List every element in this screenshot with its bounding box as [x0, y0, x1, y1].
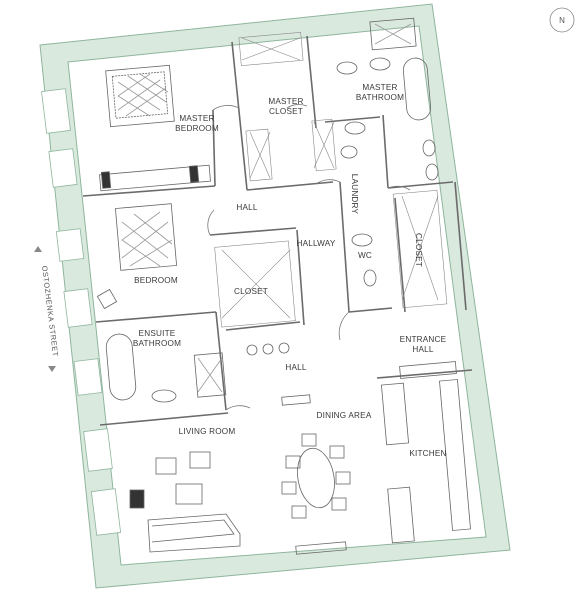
- room-laundry: LAUNDRY: [350, 174, 359, 215]
- room-entrance-hall-line1: ENTRANCE: [400, 335, 447, 344]
- room-master-bedroom-line2: BEDROOM: [175, 124, 219, 133]
- room-kitchen: KITCHEN: [409, 449, 446, 458]
- room-closet-center: CLOSET: [234, 287, 268, 296]
- room-hall-lower: HALL: [285, 363, 307, 372]
- room-entrance-hall-line2: HALL: [412, 345, 434, 354]
- dining-table: [281, 433, 351, 519]
- compass-label: N: [559, 16, 565, 25]
- room-labels: MASTER BEDROOM MASTER CLOSET MASTER BATH…: [133, 83, 447, 458]
- interior-walls: [82, 35, 473, 426]
- room-hallway: HALLWAY: [296, 239, 335, 248]
- room-master-bathroom-line2: BATHROOM: [356, 93, 404, 102]
- master-desk: [99, 164, 211, 192]
- room-hall-upper: HALL: [236, 203, 258, 212]
- room-ensuite-bathroom-line2: BATHROOM: [133, 339, 181, 348]
- street-label: OSTOZHENKA STREET: [40, 265, 60, 357]
- room-closet-right: CLOSET: [414, 233, 423, 267]
- facade-windows: [41, 88, 122, 536]
- master-bathtub: [402, 57, 432, 121]
- ensuite-bathtub: [105, 333, 137, 401]
- room-living-room: LIVING ROOM: [179, 427, 236, 436]
- room-master-bathroom-line1: MASTER: [362, 83, 397, 92]
- living-sofas: [129, 451, 241, 553]
- furniture: [96, 17, 471, 555]
- bedroom-bed: [114, 203, 178, 271]
- compass: N: [549, 7, 575, 33]
- room-ensuite-bathroom-line1: ENSUITE: [139, 329, 176, 338]
- room-wc: WC: [358, 251, 372, 260]
- street-marker: OSTOZHENKA STREET: [34, 246, 60, 372]
- room-master-closet-line2: CLOSET: [269, 107, 303, 116]
- room-master-bedroom-line1: MASTER: [179, 114, 214, 123]
- room-dining-area: DINING AREA: [317, 411, 372, 420]
- master-bed: [105, 64, 175, 128]
- room-bedroom: BEDROOM: [134, 276, 178, 285]
- closet-hatching: [214, 32, 448, 328]
- room-master-closet-line1: MASTER: [268, 97, 303, 106]
- outer-wall: [39, 3, 511, 589]
- door-swings: [207, 104, 411, 411]
